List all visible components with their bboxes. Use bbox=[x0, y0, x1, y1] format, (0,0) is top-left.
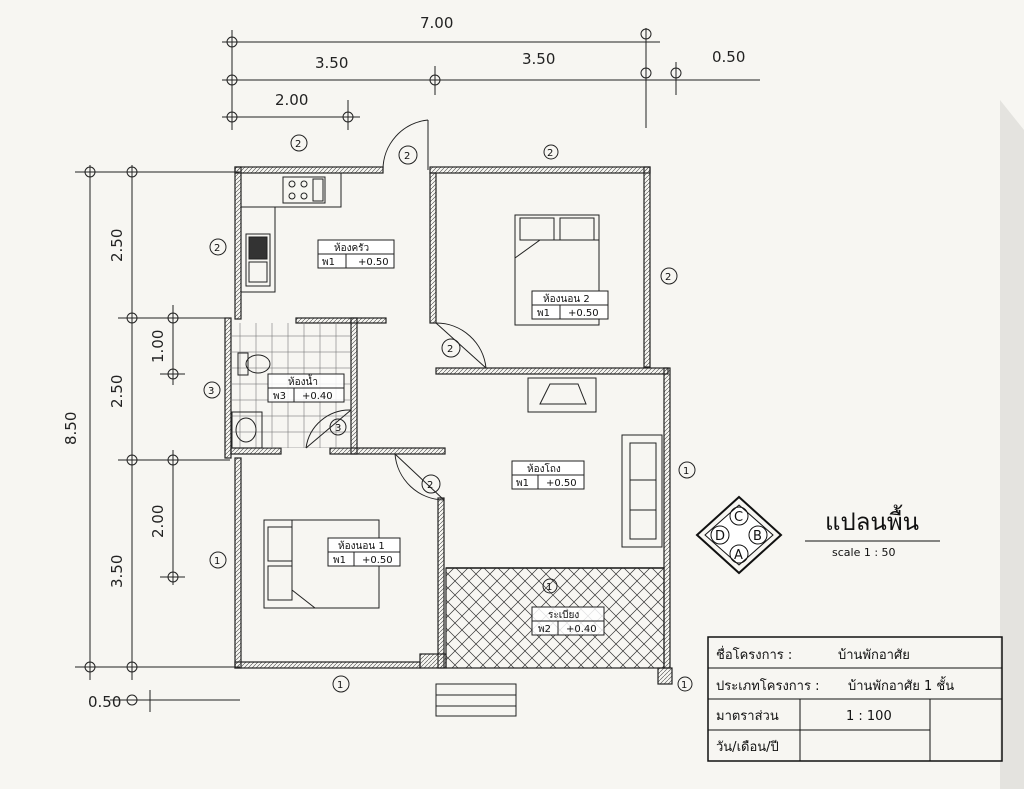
entry-steps bbox=[435, 683, 517, 717]
room-label-bedroom2: ห้องนอน 2 พ1 +0.50 bbox=[531, 290, 609, 320]
top-dimensions bbox=[222, 28, 760, 130]
dim-top-right: 3.50 bbox=[522, 50, 555, 68]
paper-shadow-edge bbox=[1000, 100, 1024, 789]
room-label-living: ห้องโถง พ1 +0.50 bbox=[511, 460, 585, 490]
living-sofa bbox=[621, 434, 663, 548]
bathroom-name: ห้องน้ำ bbox=[288, 374, 318, 388]
bathroom-code: พ3 bbox=[273, 391, 286, 402]
drawing-title: แปลนพื้น bbox=[825, 504, 919, 536]
title-date-label: วัน/เดือน/ปี bbox=[716, 739, 779, 755]
veranda-name: ระเบียง bbox=[548, 609, 579, 621]
dim-top-total: 7.00 bbox=[420, 14, 453, 32]
title-type-value: บ้านพักอาศัย 1 ชั้น bbox=[848, 676, 954, 694]
elev-marker-right-lower: 1 bbox=[683, 466, 689, 477]
title-project-value: บ้านพักอาศัย bbox=[838, 648, 910, 663]
elevation-markers bbox=[203, 134, 696, 693]
living-tv-table bbox=[527, 377, 597, 413]
room-label-bathroom: ห้องน้ำ พ3 +0.40 bbox=[267, 373, 345, 403]
compass-right: B bbox=[753, 529, 762, 544]
kitchen-stove bbox=[282, 176, 326, 204]
living-code: พ1 bbox=[516, 478, 529, 489]
bedroom2-name: ห้องนอน 2 bbox=[543, 293, 590, 305]
dim-top-small: 2.00 bbox=[275, 91, 308, 109]
door-tag-bedroom2: 2 bbox=[447, 344, 453, 355]
veranda-level: +0.40 bbox=[566, 624, 597, 635]
dim-top-extra: 0.50 bbox=[712, 48, 745, 66]
kitchen-code: พ1 bbox=[322, 257, 335, 268]
door-tag-bedroom1: 2 bbox=[427, 480, 433, 491]
title-scale-value: 1 : 100 bbox=[846, 709, 892, 724]
bedroom2-code: พ1 bbox=[537, 308, 550, 319]
elev-marker-veranda: 1 bbox=[546, 582, 552, 593]
kitchen-sink bbox=[245, 233, 271, 287]
bedroom2-bed bbox=[514, 214, 600, 326]
bathroom-toilet bbox=[237, 352, 271, 376]
dim-top-left: 3.50 bbox=[315, 54, 348, 72]
elev-marker-front-door: 1 bbox=[681, 680, 687, 691]
kitchen-name: ห้องครัว bbox=[334, 242, 369, 254]
title-type-label: ประเภทโครงการ : bbox=[716, 678, 819, 694]
elev-marker-right-upper: 2 bbox=[665, 272, 671, 283]
living-name: ห้องโถง bbox=[527, 462, 561, 475]
room-label-kitchen: ห้องครัว พ1 +0.50 bbox=[317, 239, 395, 269]
drawing-scale: scale 1 : 50 bbox=[832, 546, 896, 559]
elev-marker-bottom: 1 bbox=[337, 680, 343, 691]
elev-marker-top-left: 2 bbox=[295, 139, 301, 150]
door-swings bbox=[305, 119, 487, 501]
title-scale-label: มาตราส่วน bbox=[716, 709, 779, 724]
elev-marker-left-lower: 1 bbox=[214, 556, 220, 567]
door-tags bbox=[329, 145, 461, 494]
bedroom1-name: ห้องนอน 1 bbox=[338, 540, 385, 552]
title-project-label: ชื่อโครงการ : bbox=[716, 646, 792, 663]
bedroom1-level: +0.50 bbox=[362, 555, 393, 566]
dim-left-d: 1.00 bbox=[149, 330, 167, 363]
living-level: +0.50 bbox=[546, 478, 577, 489]
kitchen-counter bbox=[240, 172, 342, 293]
elev-marker-top-right: 2 bbox=[547, 148, 553, 159]
dim-left-e: 2.00 bbox=[149, 505, 167, 538]
room-label-bedroom1: ห้องนอน 1 พ1 +0.50 bbox=[327, 537, 401, 567]
veranda-code: พ2 bbox=[538, 624, 551, 635]
dim-bottom-extra: 0.50 bbox=[88, 693, 121, 711]
kitchen-level: +0.50 bbox=[358, 257, 389, 268]
dim-left-c: 3.50 bbox=[108, 555, 126, 588]
bedroom1-code: พ1 bbox=[333, 555, 346, 566]
dim-left-total: 8.50 bbox=[62, 412, 80, 445]
bedroom2-level: +0.50 bbox=[568, 308, 599, 319]
dim-left-a: 2.50 bbox=[108, 229, 126, 262]
dim-left-b: 2.50 bbox=[108, 375, 126, 408]
bathroom-level: +0.40 bbox=[302, 391, 333, 402]
compass-top: C bbox=[734, 510, 743, 525]
bathroom-basin bbox=[231, 411, 263, 449]
door-tag-kitchen: 2 bbox=[404, 151, 410, 162]
left-dimensions bbox=[75, 165, 240, 712]
walls bbox=[224, 166, 673, 685]
door-tag-bathroom: 3 bbox=[335, 423, 341, 434]
elev-marker-bathroom: 3 bbox=[208, 386, 214, 397]
compass-left: D bbox=[715, 529, 725, 544]
room-label-veranda: ระเบียง พ2 +0.40 bbox=[531, 606, 605, 636]
elev-marker-left-upper: 2 bbox=[214, 243, 220, 254]
compass-bottom: A bbox=[734, 548, 743, 563]
title-block bbox=[707, 636, 1003, 762]
compass-rose bbox=[695, 495, 783, 575]
